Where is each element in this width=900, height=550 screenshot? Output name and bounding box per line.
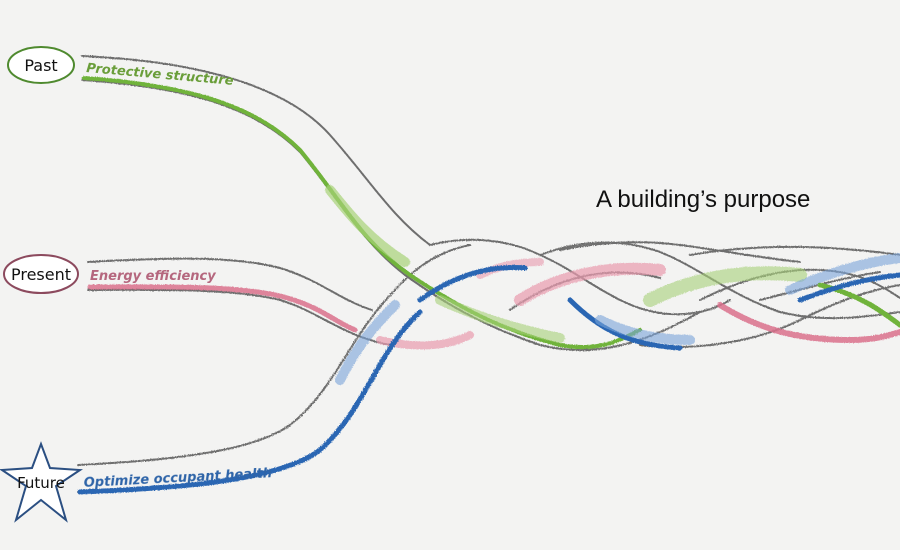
strand-colors — [77, 76, 900, 495]
strand-label-energy-efficiency: Energy efficiency — [90, 269, 216, 284]
era-future: Future — [0, 441, 84, 523]
era-past-label: Past — [24, 56, 57, 75]
era-future-star — [0, 441, 84, 523]
era-present-label: Present — [11, 265, 71, 284]
era-present-ellipse — [3, 254, 79, 294]
diagram-title: A building’s purpose — [596, 186, 810, 213]
era-future-label: Future — [17, 474, 65, 492]
era-past: Past — [7, 46, 75, 84]
era-past-ellipse — [7, 46, 75, 84]
era-present: Present — [3, 254, 79, 294]
